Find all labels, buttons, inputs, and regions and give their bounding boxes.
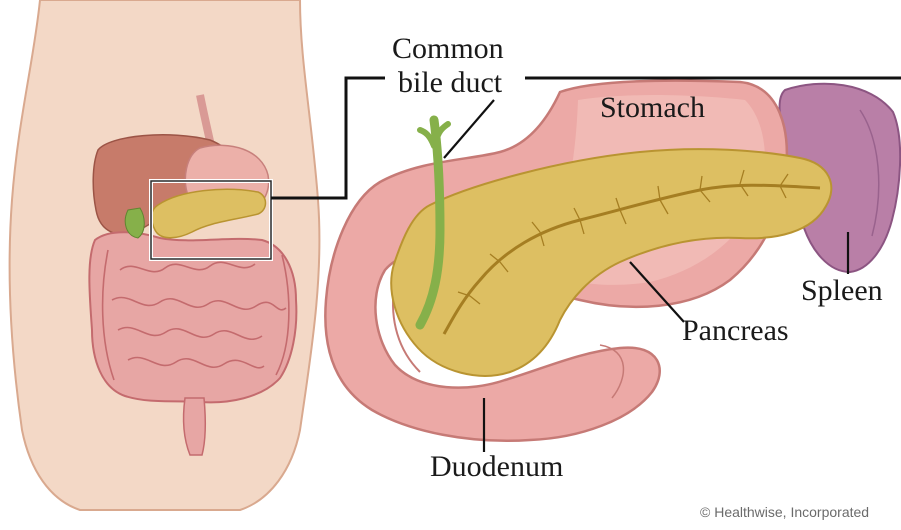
label-spleen: Spleen bbox=[801, 276, 883, 306]
rectum bbox=[184, 398, 206, 455]
label-common-bile-duct-line1: Common bbox=[392, 34, 504, 64]
zoomed-organs bbox=[325, 81, 900, 441]
leader-bile-duct bbox=[444, 100, 494, 158]
label-pancreas: Pancreas bbox=[682, 316, 789, 346]
label-stomach: Stomach bbox=[600, 93, 705, 123]
label-duodenum: Duodenum bbox=[430, 452, 563, 482]
copyright-credit: © Healthwise, Incorporated bbox=[700, 504, 869, 520]
label-common-bile-duct-line2: bile duct bbox=[398, 68, 502, 98]
